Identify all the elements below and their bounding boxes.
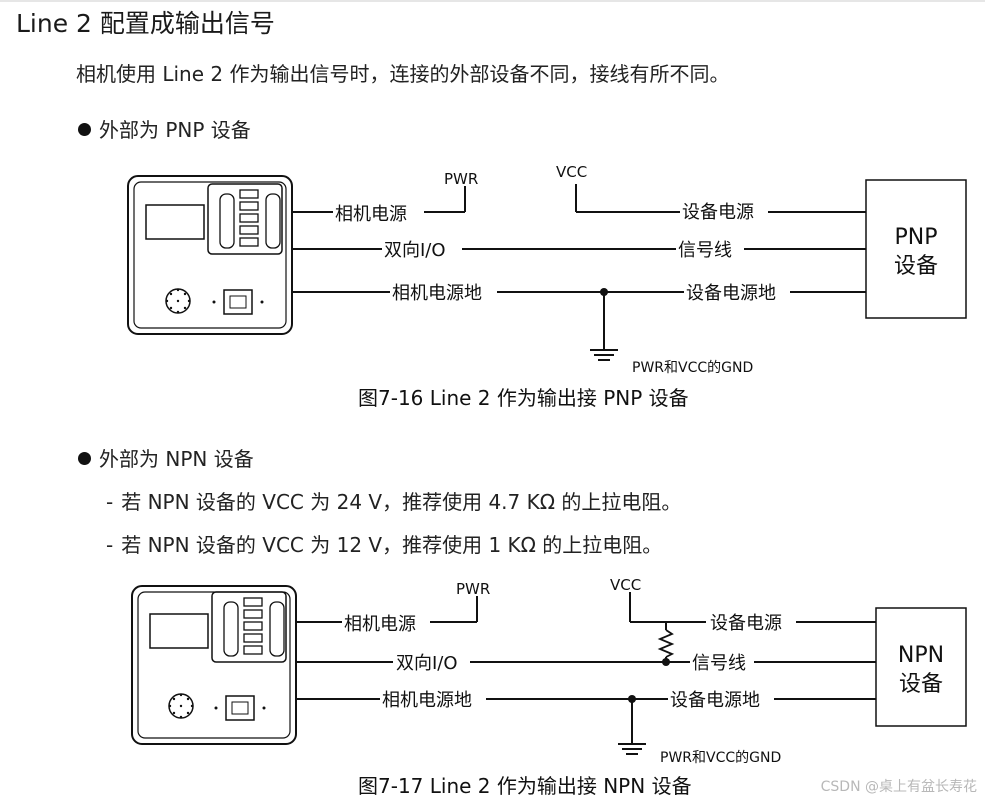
bullet-pnp: 外部为 PNP 设备 <box>78 114 251 143</box>
device-name-label: 设备 <box>899 672 943 697</box>
pwr-label: PWR <box>444 170 478 188</box>
figure-7-17-caption: 图7-17 Line 2 作为输出接 NPN 设备 <box>358 774 692 798</box>
camera-power-label: 相机电源 <box>335 204 407 225</box>
signal-line-label: 信号线 <box>678 240 732 261</box>
pnp-wiring-diagram: PWR VCC 相机电源 双向I/O 相机电源地 设备电源 信号线 设备电源地 … <box>127 163 967 375</box>
dash-mark: - <box>106 533 114 557</box>
dash-mark: - <box>106 490 114 514</box>
figure-7-16-caption: 图7-16 Line 2 作为输出接 PNP 设备 <box>358 386 689 410</box>
npn-note-12v-text: 若 NPN 设备的 VCC 为 12 V，推荐使用 1 KΩ 的上拉电阻。 <box>121 533 663 557</box>
camera-ground-label: 相机电源地 <box>392 283 482 304</box>
pull-up-resistor <box>657 629 675 658</box>
bullet-npn: 外部为 NPN 设备 <box>78 443 254 472</box>
npn-note-12v: -若 NPN 设备的 VCC 为 12 V，推荐使用 1 KΩ 的上拉电阻。 <box>106 529 662 558</box>
signal-line-label: 信号线 <box>692 653 746 674</box>
ground-junction-dot <box>600 288 608 296</box>
bidirectional-io-label: 双向I/O <box>384 240 446 261</box>
camera-io-connector <box>207 183 283 255</box>
npn-note-24v-text: 若 NPN 设备的 VCC 为 24 V，推荐使用 4.7 KΩ 的上拉电阻。 <box>121 490 682 514</box>
device-ground-label: 设备电源地 <box>686 283 776 304</box>
bullet-npn-text: 外部为 NPN 设备 <box>99 447 254 471</box>
ethernet-port <box>225 695 255 721</box>
vcc-label: VCC <box>556 163 587 181</box>
bullet-dot-icon <box>78 123 91 136</box>
bidirectional-io-label: 双向I/O <box>396 653 458 674</box>
pwr-label: PWR <box>456 580 490 598</box>
camera-label-plate <box>145 204 205 240</box>
device-type-label: NPN <box>898 643 944 668</box>
npn-device-box <box>875 607 967 727</box>
camera-io-connector <box>211 591 287 663</box>
bullet-dot-icon <box>78 452 91 465</box>
section-title: Line 2 配置成输出信号 <box>16 9 275 38</box>
camera-body <box>127 175 293 335</box>
device-power-label: 设备电源 <box>710 613 782 634</box>
npn-note-24v: -若 NPN 设备的 VCC 为 24 V，推荐使用 4.7 KΩ 的上拉电阻。 <box>106 486 681 515</box>
gnd-note: PWR和VCC的GND <box>632 360 753 375</box>
intro-paragraph: 相机使用 Line 2 作为输出信号时，连接的外部设备不同，接线有所不同。 <box>76 62 730 86</box>
csdn-watermark: CSDN @桌上有盆长寿花 <box>820 779 977 795</box>
npn-wiring-diagram: PWR VCC 相机电源 双向I/O 相机电源地 设备电源 信号线 设备电源地 … <box>131 576 967 766</box>
camera-label-plate <box>149 613 209 649</box>
camera-power-label: 相机电源 <box>344 614 416 635</box>
vcc-label: VCC <box>610 576 641 594</box>
device-ground-label: 设备电源地 <box>670 690 760 711</box>
device-name-label: 设备 <box>894 254 938 279</box>
device-type-label: PNP <box>895 225 938 250</box>
bullet-pnp-text: 外部为 PNP 设备 <box>99 118 251 142</box>
signal-junction-dot <box>662 658 670 666</box>
top-divider <box>0 0 985 2</box>
gnd-note: PWR和VCC的GND <box>660 750 781 766</box>
ethernet-port <box>223 289 253 315</box>
camera-body <box>131 585 297 745</box>
device-power-label: 设备电源 <box>682 202 754 223</box>
camera-ground-label: 相机电源地 <box>382 690 472 711</box>
ground-junction-dot <box>628 695 636 703</box>
